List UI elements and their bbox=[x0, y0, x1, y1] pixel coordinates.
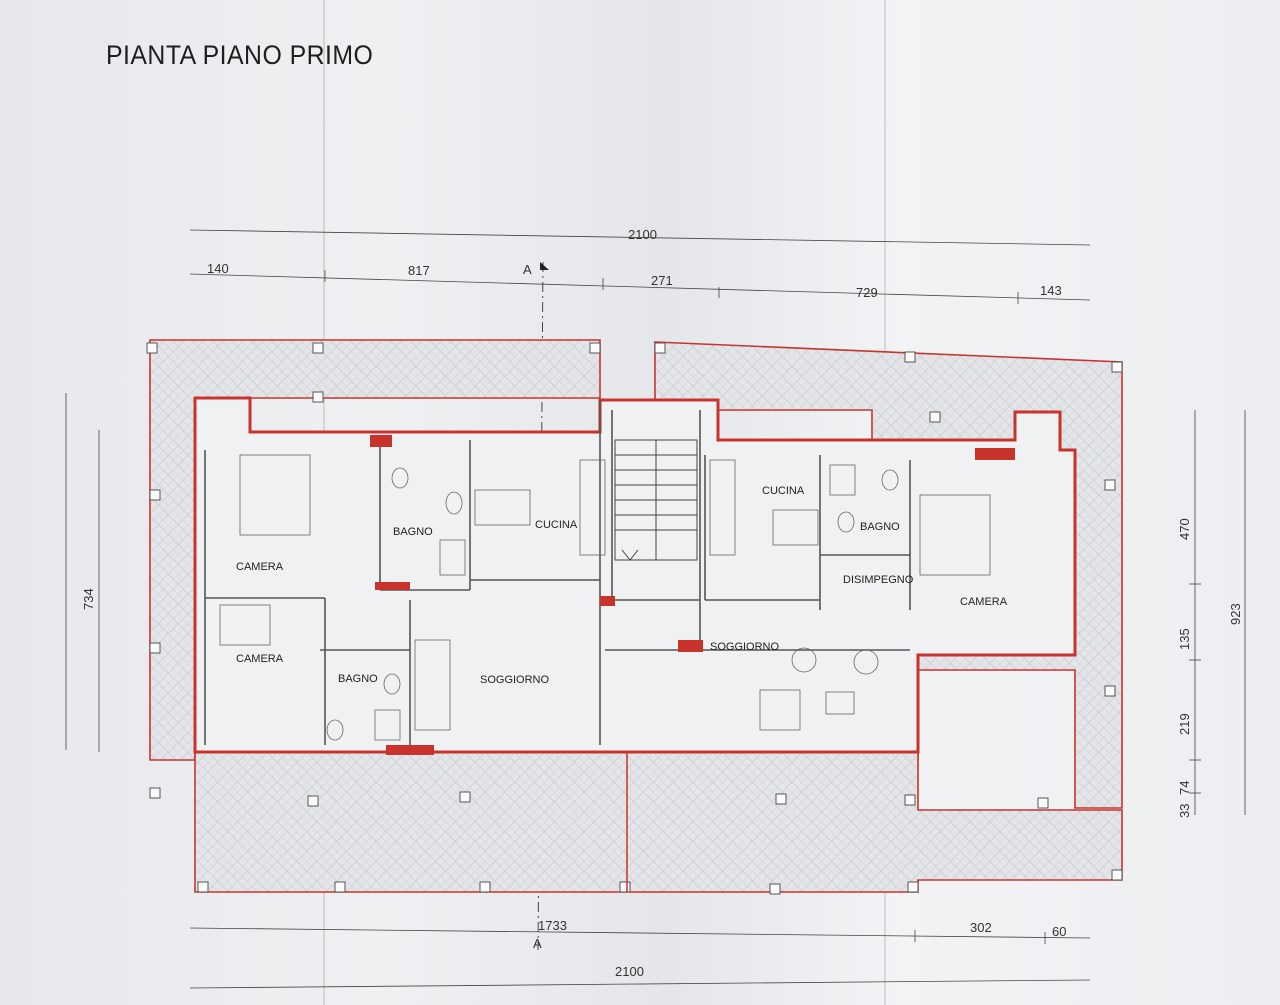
double-bed bbox=[919, 494, 991, 576]
dim-left-height: 734 bbox=[81, 588, 96, 610]
dim-top-b: 271 bbox=[651, 273, 673, 288]
section-marker-bottom: A bbox=[533, 936, 542, 951]
room-label-bagno: BAGNO bbox=[860, 521, 900, 533]
room-label-bagno: BAGNO bbox=[393, 526, 433, 538]
dim-right-2: 135 bbox=[1177, 628, 1192, 650]
shower bbox=[439, 539, 466, 576]
room-label-bagno: BAGNO bbox=[338, 673, 378, 685]
dimension-lines-left bbox=[65, 393, 100, 752]
dim-top-a: 817 bbox=[408, 263, 430, 278]
room-label-camera: CAMERA bbox=[236, 653, 284, 665]
sink bbox=[837, 511, 855, 533]
coffee-table bbox=[825, 691, 855, 715]
dim-top-left: 140 bbox=[207, 261, 229, 276]
double-bed bbox=[239, 454, 311, 536]
dim-right-total: 923 bbox=[1228, 603, 1243, 625]
dining-table bbox=[772, 509, 819, 546]
shower bbox=[374, 709, 401, 741]
sofa bbox=[414, 639, 451, 731]
furniture bbox=[219, 454, 991, 741]
sink bbox=[383, 673, 401, 695]
dim-top-total: 2100 bbox=[628, 227, 657, 242]
staircase bbox=[614, 439, 698, 561]
sofa bbox=[759, 689, 801, 731]
armchair bbox=[791, 647, 817, 673]
page-title: PIANTA PIANO PRIMO bbox=[106, 40, 374, 70]
dining-table bbox=[474, 489, 531, 526]
shower bbox=[829, 464, 856, 496]
kitchen-counter bbox=[709, 459, 736, 556]
dim-right-1: 470 bbox=[1177, 518, 1192, 540]
sink bbox=[445, 491, 463, 515]
single-bed bbox=[219, 604, 271, 646]
section-marker-top: A bbox=[523, 262, 532, 277]
pillars bbox=[146, 342, 1123, 895]
room-label-camera: CAMERA bbox=[960, 596, 1008, 608]
dim-right-4: 33 bbox=[1177, 804, 1192, 818]
room-label-camera: CAMERA bbox=[236, 561, 284, 573]
dim-bottom-b: 302 bbox=[970, 920, 992, 935]
dim-bottom-total: 2100 bbox=[615, 964, 644, 979]
dim-right-5: 74 bbox=[1177, 781, 1192, 795]
dim-top-c: 729 bbox=[856, 285, 878, 300]
dimension-lines-right bbox=[1189, 410, 1246, 815]
toilet bbox=[326, 719, 344, 741]
room-label-soggiorno: SOGGIORNO bbox=[710, 641, 780, 653]
dimension-lines-top bbox=[189, 229, 1091, 304]
armchair bbox=[853, 649, 879, 675]
kitchen-counter bbox=[579, 459, 606, 556]
dim-right-3: 219 bbox=[1177, 713, 1192, 735]
room-label-cucina: CUCINA bbox=[535, 519, 578, 531]
wall-accents bbox=[370, 435, 1015, 755]
room-label-cucina: CUCINA bbox=[762, 485, 805, 497]
toilet bbox=[391, 467, 409, 489]
toilet bbox=[881, 469, 899, 491]
dim-top-right: 143 bbox=[1040, 283, 1062, 298]
dim-bottom-a: 1733 bbox=[538, 918, 567, 933]
dimension-lines-bottom bbox=[189, 927, 1091, 989]
room-label-disimpegno: DISIMPEGNO bbox=[843, 574, 914, 586]
room-label-soggiorno: SOGGIORNO bbox=[480, 674, 550, 686]
dim-bottom-c: 60 bbox=[1052, 924, 1066, 939]
